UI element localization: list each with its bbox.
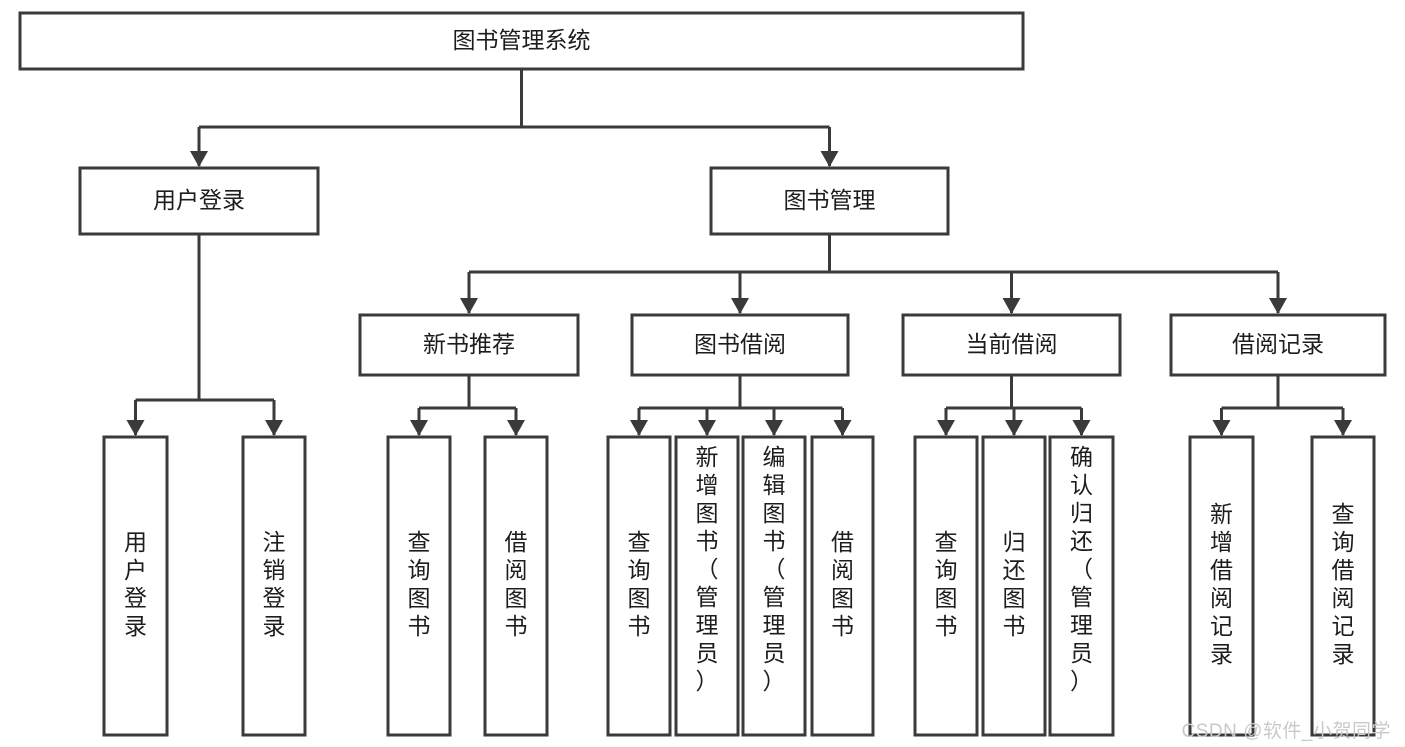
node-box (741, 435, 807, 737)
node-leaf-add-record[interactable]: 新增借阅记录 (1188, 435, 1255, 737)
arrow-head-icon (507, 420, 525, 436)
arrow-head-icon (698, 420, 716, 436)
node-book-borrow[interactable]: 图书借阅 (630, 313, 850, 377)
arrow-head-icon (1072, 420, 1091, 436)
node-leaf-user-login[interactable]: 用户登录 (102, 435, 169, 737)
node-label: 归还图书 (1003, 529, 1026, 639)
node-box (709, 166, 950, 236)
node-leaf-borrow-book-2[interactable]: 借阅图书 (810, 435, 875, 737)
arrow-head-icon (765, 420, 783, 436)
node-borrow-record[interactable]: 借阅记录 (1169, 313, 1387, 377)
node-box (102, 435, 169, 737)
arrow-head-icon (1334, 420, 1352, 436)
node-label: 借阅图书 (505, 529, 528, 639)
node-box (386, 435, 452, 737)
arrow-head-icon (1005, 420, 1023, 436)
node-label: 当前借阅 (966, 331, 1058, 357)
node-box (78, 166, 320, 236)
node-box (810, 435, 875, 737)
node-box (1169, 313, 1387, 377)
node-label: 用户登录 (153, 187, 245, 213)
arrow-head-icon (731, 298, 749, 314)
node-box (18, 11, 1025, 71)
node-box (674, 435, 740, 737)
node-leaf-query-book-2[interactable]: 查询图书 (606, 435, 672, 737)
node-leaf-add-book[interactable]: 新增图书（管理员） (674, 435, 740, 737)
node-label: 图书借阅 (694, 331, 786, 357)
node-box (901, 313, 1122, 377)
node-label: 新书推荐 (423, 331, 515, 357)
node-box (913, 435, 979, 737)
nodes-layer: 图书管理系统用户登录图书管理新书推荐图书借阅当前借阅借阅记录用户登录注销登录查询… (18, 11, 1387, 737)
arrow-head-icon (1269, 298, 1287, 314)
arrow-head-icon (410, 420, 428, 436)
arrow-head-icon (126, 420, 145, 436)
edges-layer (126, 69, 1352, 436)
arrow-head-icon (1212, 420, 1231, 436)
node-leaf-return-book[interactable]: 归还图书 (981, 435, 1047, 737)
arrow-head-icon (937, 420, 955, 436)
node-box (981, 435, 1047, 737)
node-leaf-edit-book[interactable]: 编辑图书（管理员） (741, 435, 807, 737)
node-label: 图书管理 (784, 187, 876, 213)
node-label: 图书管理系统 (453, 27, 591, 53)
node-box (241, 435, 307, 737)
arrow-head-icon (820, 151, 839, 167)
node-box (1188, 435, 1255, 737)
arrow-head-icon (265, 420, 283, 436)
node-leaf-user-logout[interactable]: 注销登录 (241, 435, 307, 737)
node-root[interactable]: 图书管理系统 (18, 11, 1025, 71)
arrow-head-icon (630, 420, 648, 436)
arrow-head-icon (460, 298, 478, 314)
node-book-manage[interactable]: 图书管理 (709, 166, 950, 236)
arrow-head-icon (1002, 298, 1021, 314)
node-label: 查询图书 (935, 529, 958, 639)
node-label: 新增图书（管理员） (696, 444, 719, 694)
node-label: 编辑图书（管理员） (763, 444, 786, 694)
node-new-book-rec[interactable]: 新书推荐 (358, 313, 580, 377)
node-box (1310, 435, 1376, 737)
node-box (358, 313, 580, 377)
node-label: 新增借阅记录 (1210, 501, 1233, 667)
node-label: 注销登录 (263, 529, 286, 639)
node-current-borrow[interactable]: 当前借阅 (901, 313, 1122, 377)
watermark-text: CSDN @软件_小贺同学 (1181, 721, 1391, 742)
node-leaf-borrow-book-1[interactable]: 借阅图书 (483, 435, 549, 737)
node-label: 借阅图书 (831, 529, 854, 639)
node-user-login[interactable]: 用户登录 (78, 166, 320, 236)
node-box (1048, 435, 1115, 737)
node-label: 查询借阅记录 (1332, 501, 1355, 667)
arrow-head-icon (190, 151, 208, 167)
node-box (606, 435, 672, 737)
node-leaf-query-record[interactable]: 查询借阅记录 (1310, 435, 1376, 737)
node-label: 借阅记录 (1232, 331, 1324, 357)
node-label: 确认归还（管理员） (1070, 444, 1093, 694)
node-label: 查询图书 (408, 529, 431, 639)
node-label: 查询图书 (628, 529, 651, 639)
node-box (483, 435, 549, 737)
node-box (630, 313, 850, 377)
arrow-head-icon (833, 420, 852, 436)
node-leaf-query-book-1[interactable]: 查询图书 (386, 435, 452, 737)
node-leaf-query-book-3[interactable]: 查询图书 (913, 435, 979, 737)
node-label: 用户登录 (124, 529, 147, 639)
node-leaf-confirm-return[interactable]: 确认归还（管理员） (1048, 435, 1115, 737)
